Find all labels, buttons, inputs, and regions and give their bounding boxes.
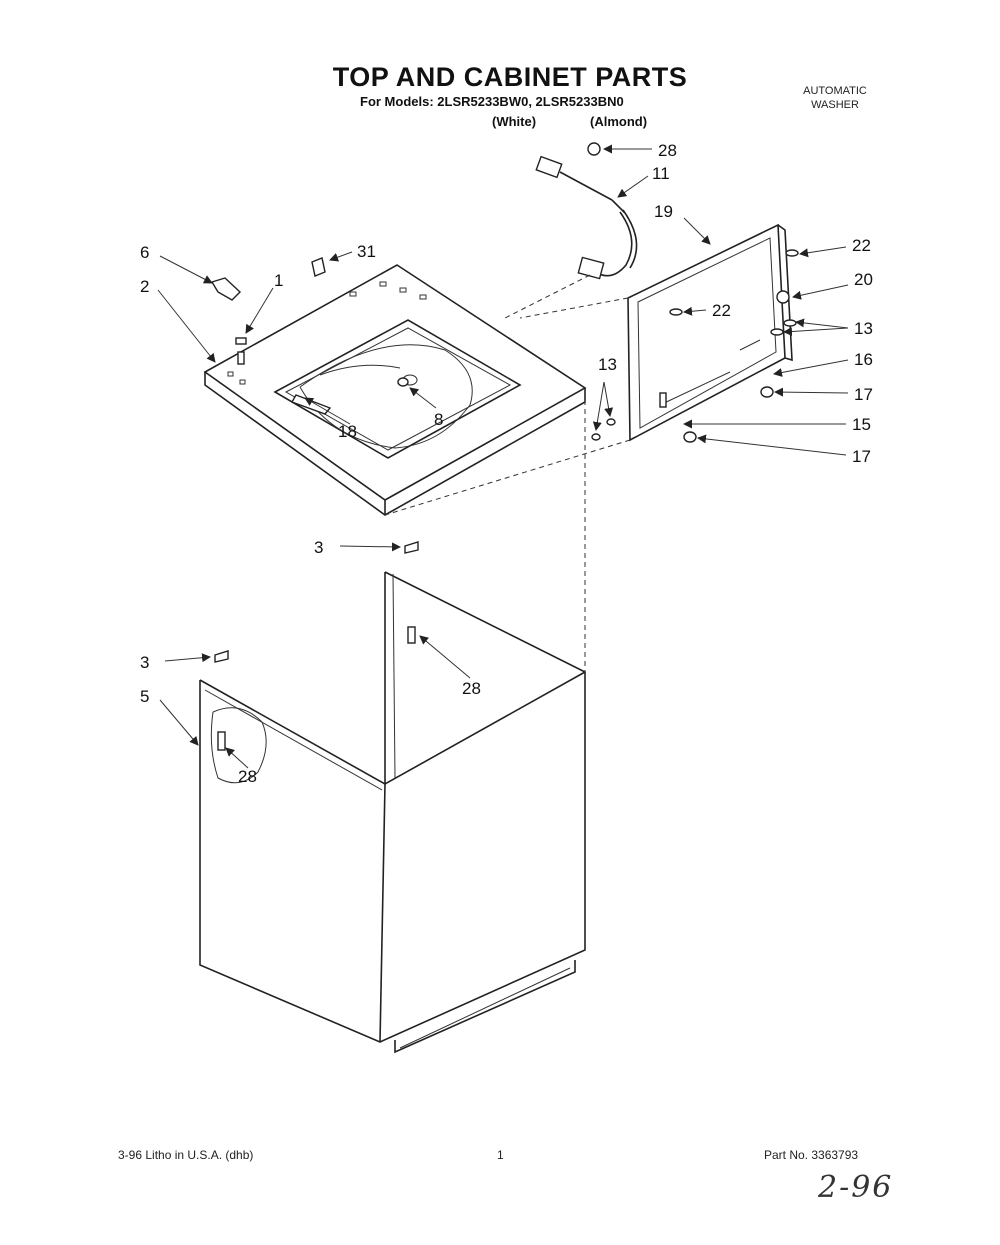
callout-28-cabinet: 28 — [462, 679, 481, 698]
page-title: TOP AND CABINET PARTS — [332, 62, 688, 92]
callout-20: 20 — [854, 270, 873, 289]
control-console-panel — [384, 223, 793, 516]
callout-13-left: 13 — [598, 355, 617, 374]
callout-31: 31 — [357, 242, 376, 261]
footer-print-info: 3-96 Litho in U.S.A. (dhb) — [118, 1148, 254, 1162]
callout-28-cutaway: 28 — [238, 767, 257, 786]
model-numbers: For Models: 2LSR5233BW0, 2LSR5233BN0 — [360, 94, 624, 109]
callout-8: 8 — [434, 410, 443, 429]
footer-page-number: 1 — [497, 1148, 504, 1162]
callout-6: 6 — [140, 243, 149, 262]
callout-17-lower: 17 — [852, 447, 871, 466]
footer-part-number: Part No. 3363793 — [764, 1148, 859, 1162]
callout-1: 1 — [274, 271, 283, 290]
callout-3-cabinet-side: 3 — [140, 653, 149, 672]
variant-white: (White) — [492, 114, 537, 129]
product-type: AUTOMATIC WASHER — [780, 84, 890, 112]
callout-3-cabinet-top: 3 — [314, 538, 323, 557]
small-parts — [210, 142, 799, 663]
callout-16: 16 — [854, 350, 873, 369]
callout-leaders — [157, 144, 849, 769]
callout-28-top: 28 — [658, 141, 677, 160]
callout-labels: 28 11 19 22 31 6 1 2 20 22 13 13 16 8 17… — [140, 141, 873, 786]
product-type-line2: WASHER — [811, 99, 859, 111]
callout-18: 18 — [338, 422, 357, 441]
callout-17-upper: 17 — [854, 385, 873, 404]
wire-harness — [504, 155, 638, 319]
handwritten-note: 2-96 — [818, 1170, 894, 1205]
callout-22-center: 22 — [712, 301, 731, 320]
callout-19: 19 — [654, 202, 673, 221]
washer-cabinet — [199, 571, 586, 1054]
callout-13-right: 13 — [854, 319, 873, 338]
callout-22-right: 22 — [852, 236, 871, 255]
callout-15: 15 — [852, 415, 871, 434]
callout-5: 5 — [140, 687, 149, 706]
variant-almond: (Almond) — [590, 114, 648, 129]
product-type-line1: AUTOMATIC — [803, 85, 867, 97]
callout-2: 2 — [140, 277, 149, 296]
washer-top-panel — [203, 264, 587, 516]
callout-11: 11 — [652, 164, 670, 183]
